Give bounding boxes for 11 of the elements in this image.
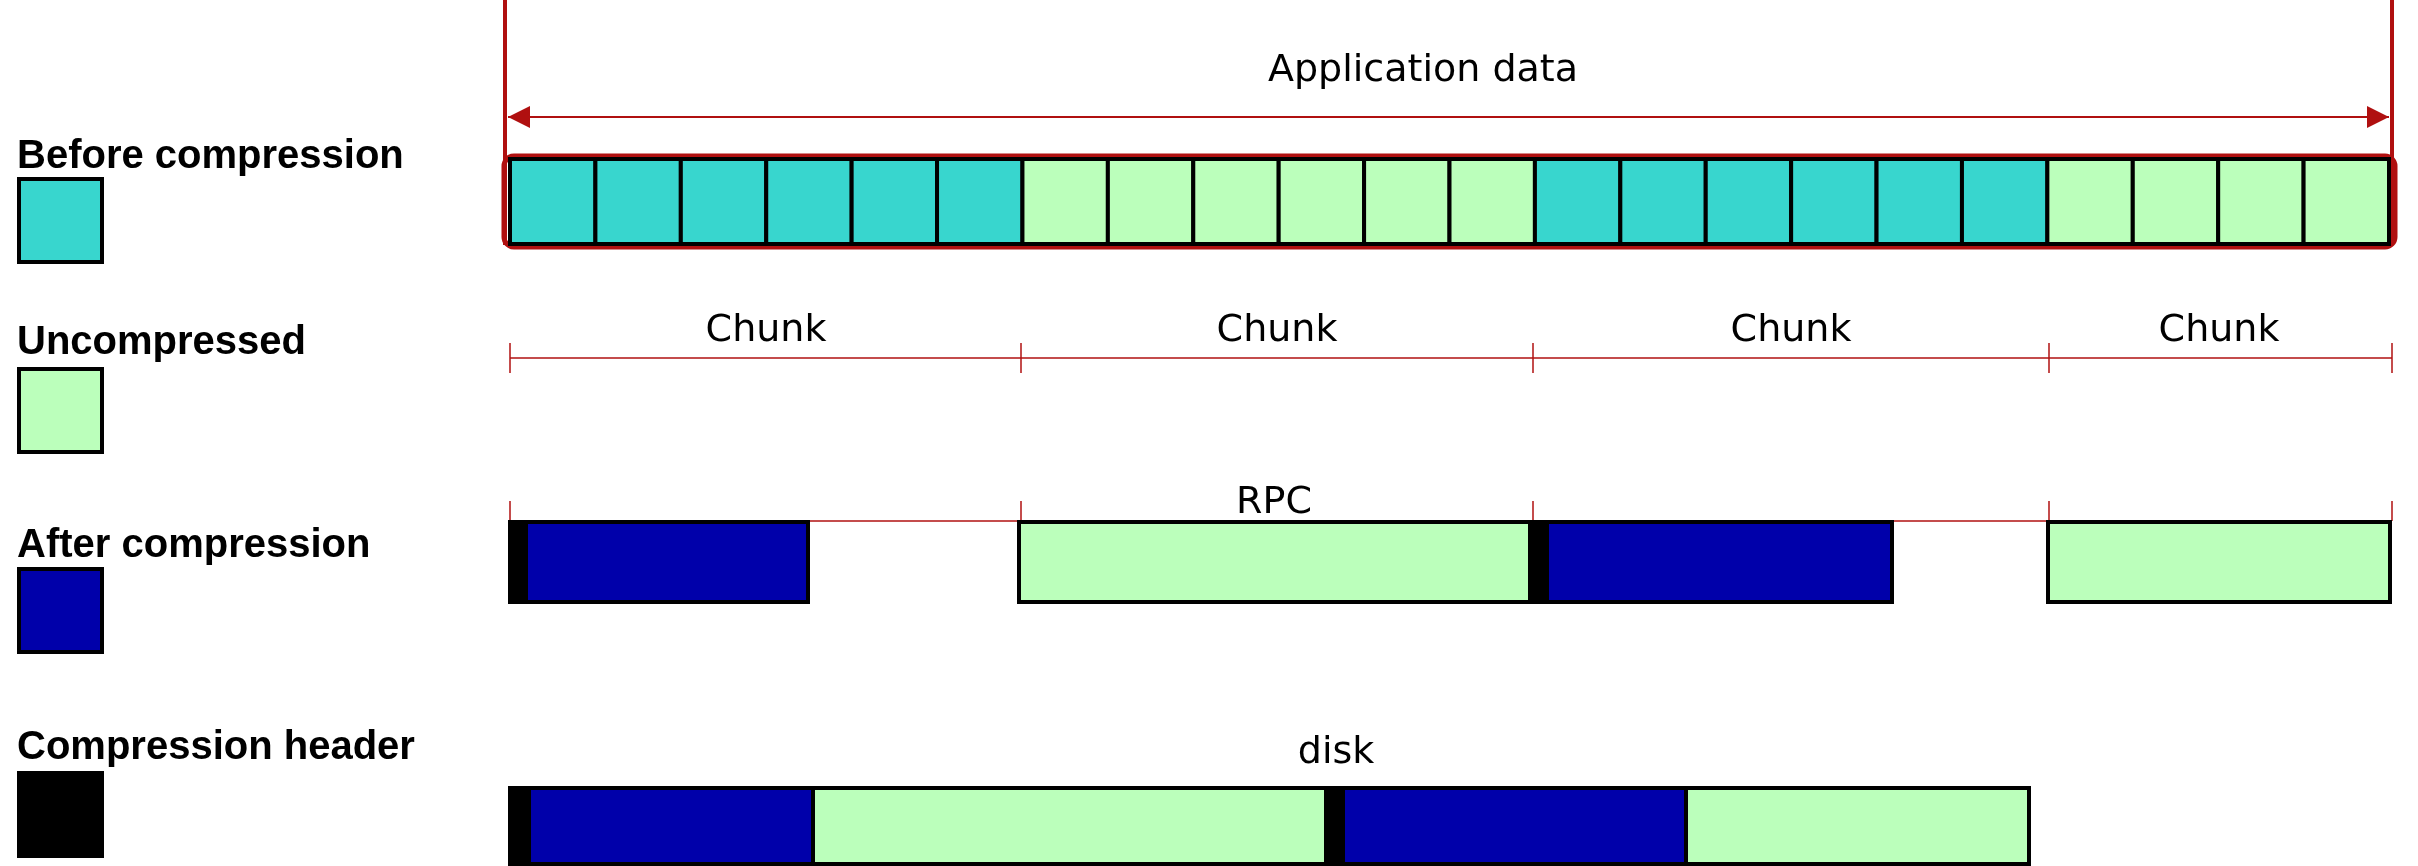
legend-label: Uncompressed (17, 318, 306, 362)
dimension-label: Application data (1268, 48, 1578, 90)
dimension-label: RPC (1236, 480, 1312, 522)
legend-label: Before compression (17, 132, 404, 176)
dimension-label: Chunk (2158, 308, 2280, 350)
legend-label: Compression header (17, 723, 415, 767)
dimension-label: Chunk (705, 308, 827, 350)
dimension-label: disk (1297, 730, 1375, 772)
legend-label: After compression (17, 521, 371, 565)
dimension-label: Chunk (1730, 308, 1852, 350)
dimension-label: Chunk (1216, 308, 1338, 350)
